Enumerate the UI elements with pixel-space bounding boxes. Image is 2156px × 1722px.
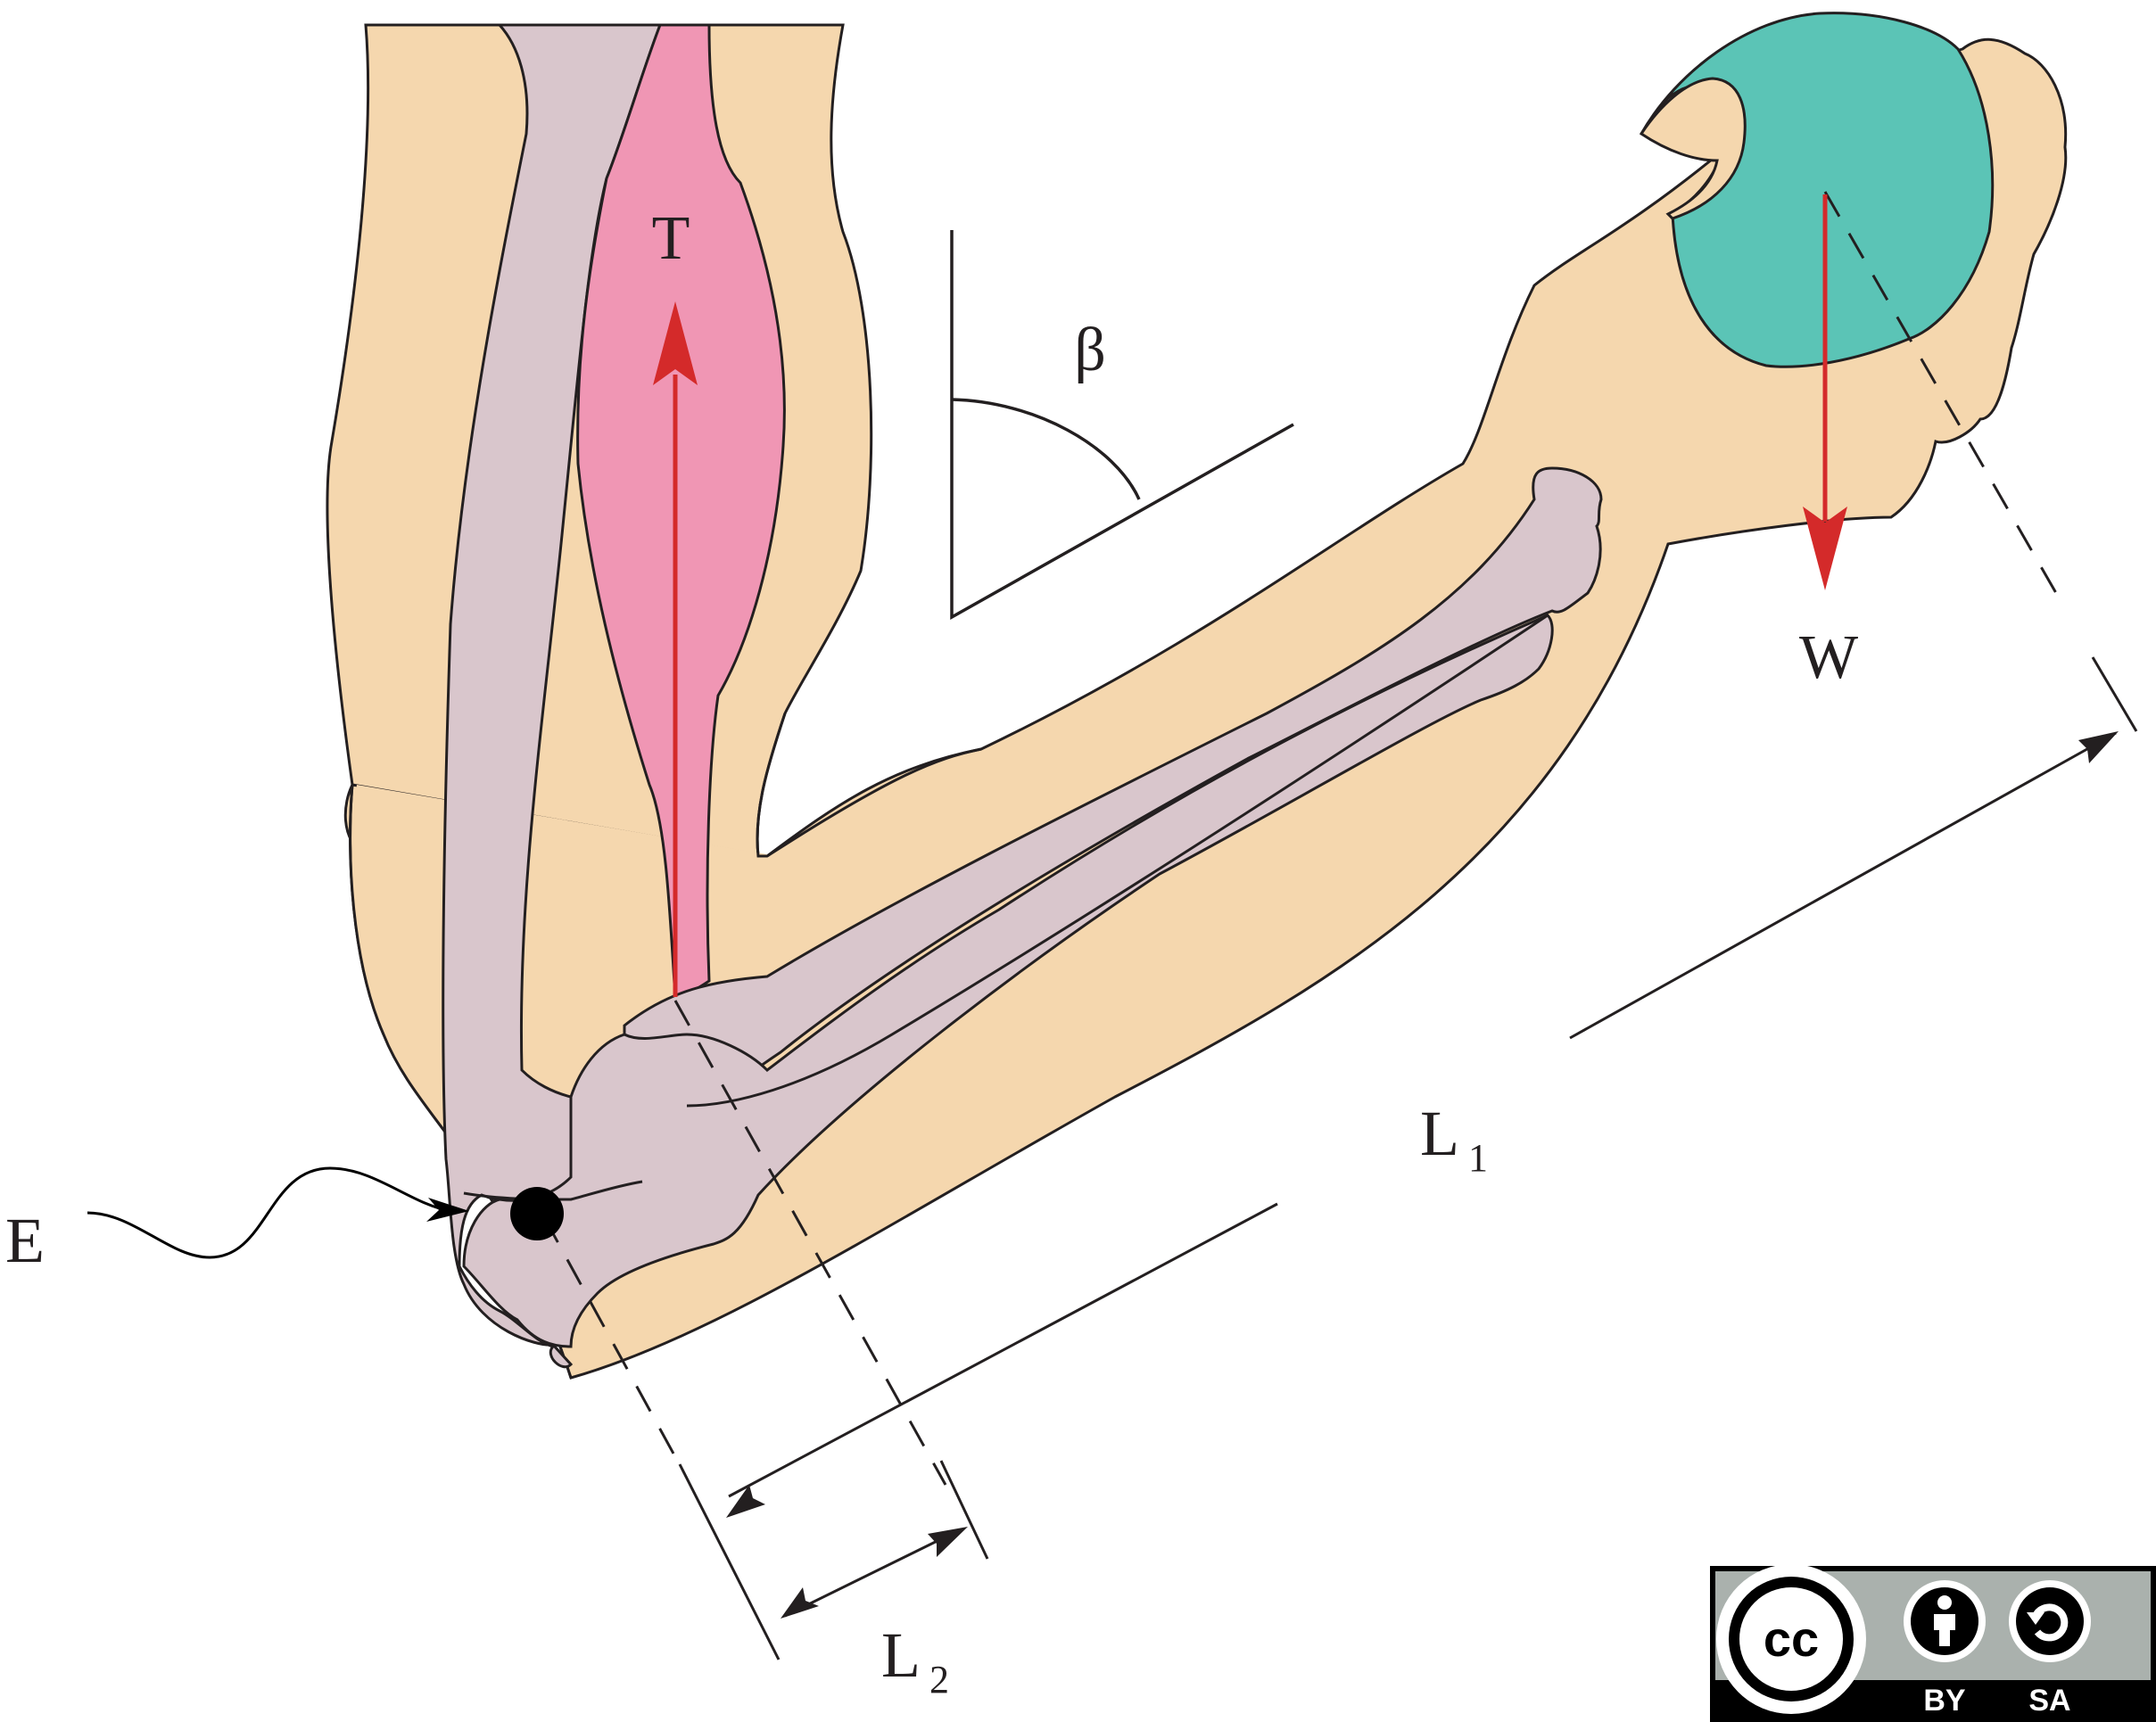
- l1-dimension-line: [1569, 731, 2117, 1040]
- angle-arc: [951, 398, 1141, 500]
- l1-start-line: [728, 1202, 1278, 1498]
- by-label: BY: [1923, 1684, 1966, 1718]
- ulna-inner-line: [686, 614, 1549, 1108]
- l1-arrowhead: [2078, 731, 2119, 763]
- l2-right-tick: [939, 1460, 989, 1560]
- weight-label: W: [1799, 623, 1858, 692]
- l1-subscript: 1: [1468, 1136, 1488, 1180]
- l2-label: L: [881, 1619, 921, 1691]
- elbow-crease-line: [463, 1180, 643, 1201]
- l1-label: L: [1420, 1098, 1459, 1169]
- elbow-pointer-line: [87, 1166, 451, 1259]
- l1-start-arrowhead: [726, 1485, 765, 1518]
- sa-label: SA: [2028, 1684, 2070, 1718]
- dashed-line-weight: [1823, 191, 2058, 594]
- angle-label: β: [1074, 316, 1106, 384]
- l2-subscript: 2: [929, 1658, 949, 1701]
- person-icon-body: [1934, 1614, 1955, 1646]
- l1-end-tick: [2091, 656, 2138, 732]
- humerus-bone: [442, 23, 663, 1368]
- l2-left-arrowhead: [781, 1587, 819, 1619]
- tension-label: T: [652, 204, 690, 273]
- cc-text: cc: [1764, 1611, 1819, 1667]
- thumb: [1639, 77, 1747, 220]
- elbow-pivot-dot: [510, 1187, 564, 1240]
- elbow-pointer-arrowhead: [426, 1198, 469, 1222]
- l2-dimension-line: [784, 1528, 960, 1618]
- radius-bone: [462, 614, 1554, 1348]
- l2-left-tick: [678, 1463, 781, 1660]
- sa-arrowhead: [2027, 1612, 2044, 1625]
- sa-icon-ring: [2016, 1587, 2084, 1655]
- l2-right-arrowhead: [928, 1527, 968, 1557]
- elbow-label: E: [5, 1205, 45, 1276]
- cc-icon: [1739, 1587, 1843, 1691]
- angle-vertical-leg: [950, 230, 1294, 620]
- inner-elbow-outline: [756, 713, 982, 858]
- sa-share-alike-icon: [2032, 1603, 2069, 1642]
- cc-license-badge[interactable]: cc BY SA: [1710, 1564, 2156, 1722]
- weight-arrowhead: [1803, 507, 1847, 590]
- person-icon-head: [1937, 1595, 1952, 1610]
- tension-arrowhead: [653, 301, 698, 385]
